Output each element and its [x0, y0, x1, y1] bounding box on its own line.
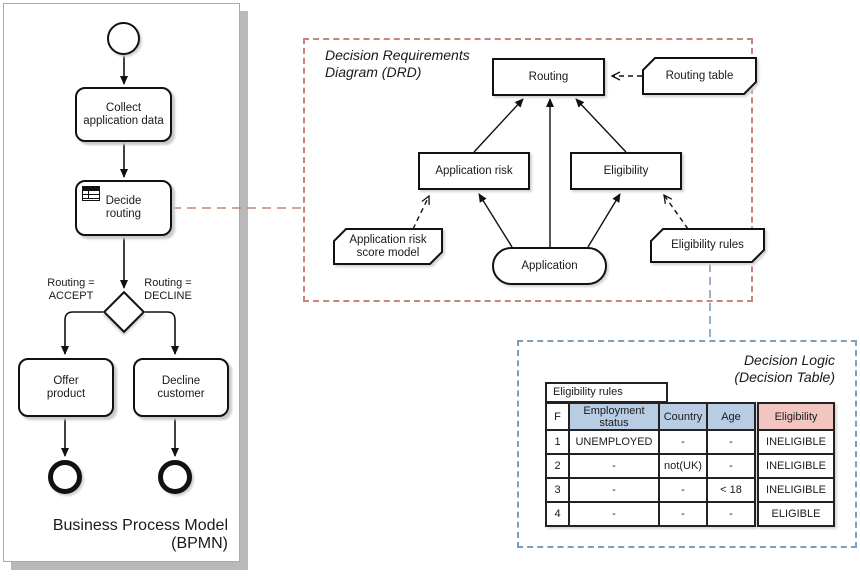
flow-label-accept: Routing = ACCEPT	[47, 277, 95, 302]
table-row: ELIGIBLE	[757, 501, 835, 527]
cell-employment: -	[568, 501, 660, 527]
column-header-country: Country	[658, 402, 708, 431]
cell-country: -	[658, 429, 708, 455]
business-rule-task-icon	[82, 186, 100, 201]
decision-table-header-row: Eligibility	[757, 402, 835, 431]
decision-logic-region-border	[517, 340, 857, 548]
table-row: INELIGIBLE	[757, 429, 835, 455]
table-row: 1 UNEMPLOYED - -	[545, 429, 756, 455]
column-header-employment-status: Employment status	[568, 402, 660, 431]
task-label: Collect application data	[83, 101, 164, 127]
decision-table-header-row: F Employment status Country Age	[545, 402, 756, 431]
column-header-eligibility: Eligibility	[757, 402, 835, 431]
bkm-shape	[333, 228, 443, 265]
bkm-label: Application risk score model	[349, 233, 427, 259]
cell-age: -	[706, 453, 756, 479]
decision-table-output: Eligibility INELIGIBLE INELIGIBLE INELIG…	[757, 402, 835, 527]
table-row: INELIGIBLE	[757, 477, 835, 503]
bkm-eligibility-rules: Eligibility rules	[650, 228, 765, 263]
cell-country: -	[658, 477, 708, 503]
cell-age: -	[706, 429, 756, 455]
cell-rule-number: 2	[545, 453, 570, 479]
task-label: Decide routing	[105, 195, 142, 220]
cell-rule-number: 3	[545, 477, 570, 503]
task-label: Decline customer	[157, 374, 205, 400]
task-collect-application-data: Collect application data	[75, 87, 172, 142]
cell-employment: UNEMPLOYED	[568, 429, 660, 455]
drd-region-border	[303, 38, 753, 302]
input-data-application: Application	[492, 247, 607, 285]
table-row: 3 - - < 18	[545, 477, 756, 503]
cell-employment: -	[568, 453, 660, 479]
flow-label-decline: Routing = DECLINE	[144, 277, 192, 302]
cell-eligibility: ELIGIBLE	[757, 501, 835, 527]
bkm-shape	[650, 228, 765, 263]
task-offer-product: Offer product	[18, 358, 114, 417]
task-decide-routing: Decide routing	[75, 180, 172, 236]
cell-country: not(UK)	[658, 453, 708, 479]
cell-eligibility: INELIGIBLE	[757, 453, 835, 479]
decision-label: Eligibility	[603, 164, 649, 177]
decision-application-risk: Application risk	[418, 152, 530, 190]
decision-eligibility: Eligibility	[570, 152, 682, 190]
column-header-age: Age	[706, 402, 756, 431]
bkm-application-risk-score-model: Application risk score model	[333, 228, 443, 265]
decision-label: Routing	[528, 70, 569, 83]
decision-label: Application risk	[435, 164, 513, 177]
drd-title: Decision Requirements Diagram (DRD)	[325, 47, 470, 80]
decision-routing: Routing	[492, 58, 605, 96]
table-row: 4 - - -	[545, 501, 756, 527]
input-data-label: Application	[521, 259, 578, 272]
cell-employment: -	[568, 477, 660, 503]
table-row: INELIGIBLE	[757, 453, 835, 479]
cell-rule-number: 4	[545, 501, 570, 527]
decision-table-name-tab: Eligibility rules	[545, 382, 668, 403]
cell-country: -	[658, 501, 708, 527]
column-header-f: F	[545, 402, 570, 431]
decision-table-inputs: F Employment status Country Age 1 UNEMPL…	[545, 402, 756, 527]
bpmn-caption: Business Process Model (BPMN)	[52, 517, 228, 552]
task-decline-customer: Decline customer	[133, 358, 229, 417]
start-event	[107, 22, 140, 55]
bkm-label: Eligibility rules	[671, 239, 744, 251]
cell-eligibility: INELIGIBLE	[757, 429, 835, 455]
table-row: 2 - not(UK) -	[545, 453, 756, 479]
bkm-label: Routing table	[665, 69, 734, 82]
end-event-decline	[158, 460, 192, 494]
bkm-routing-table: Routing table	[642, 57, 757, 95]
bkm-shape	[642, 57, 757, 95]
end-event-offer	[48, 460, 82, 494]
cell-age: -	[706, 501, 756, 527]
cell-eligibility: INELIGIBLE	[757, 477, 835, 503]
cell-rule-number: 1	[545, 429, 570, 455]
task-label: Offer product	[46, 374, 86, 400]
decision-logic-title: Decision Logic (Decision Table)	[734, 352, 835, 385]
cell-age: < 18	[706, 477, 756, 503]
